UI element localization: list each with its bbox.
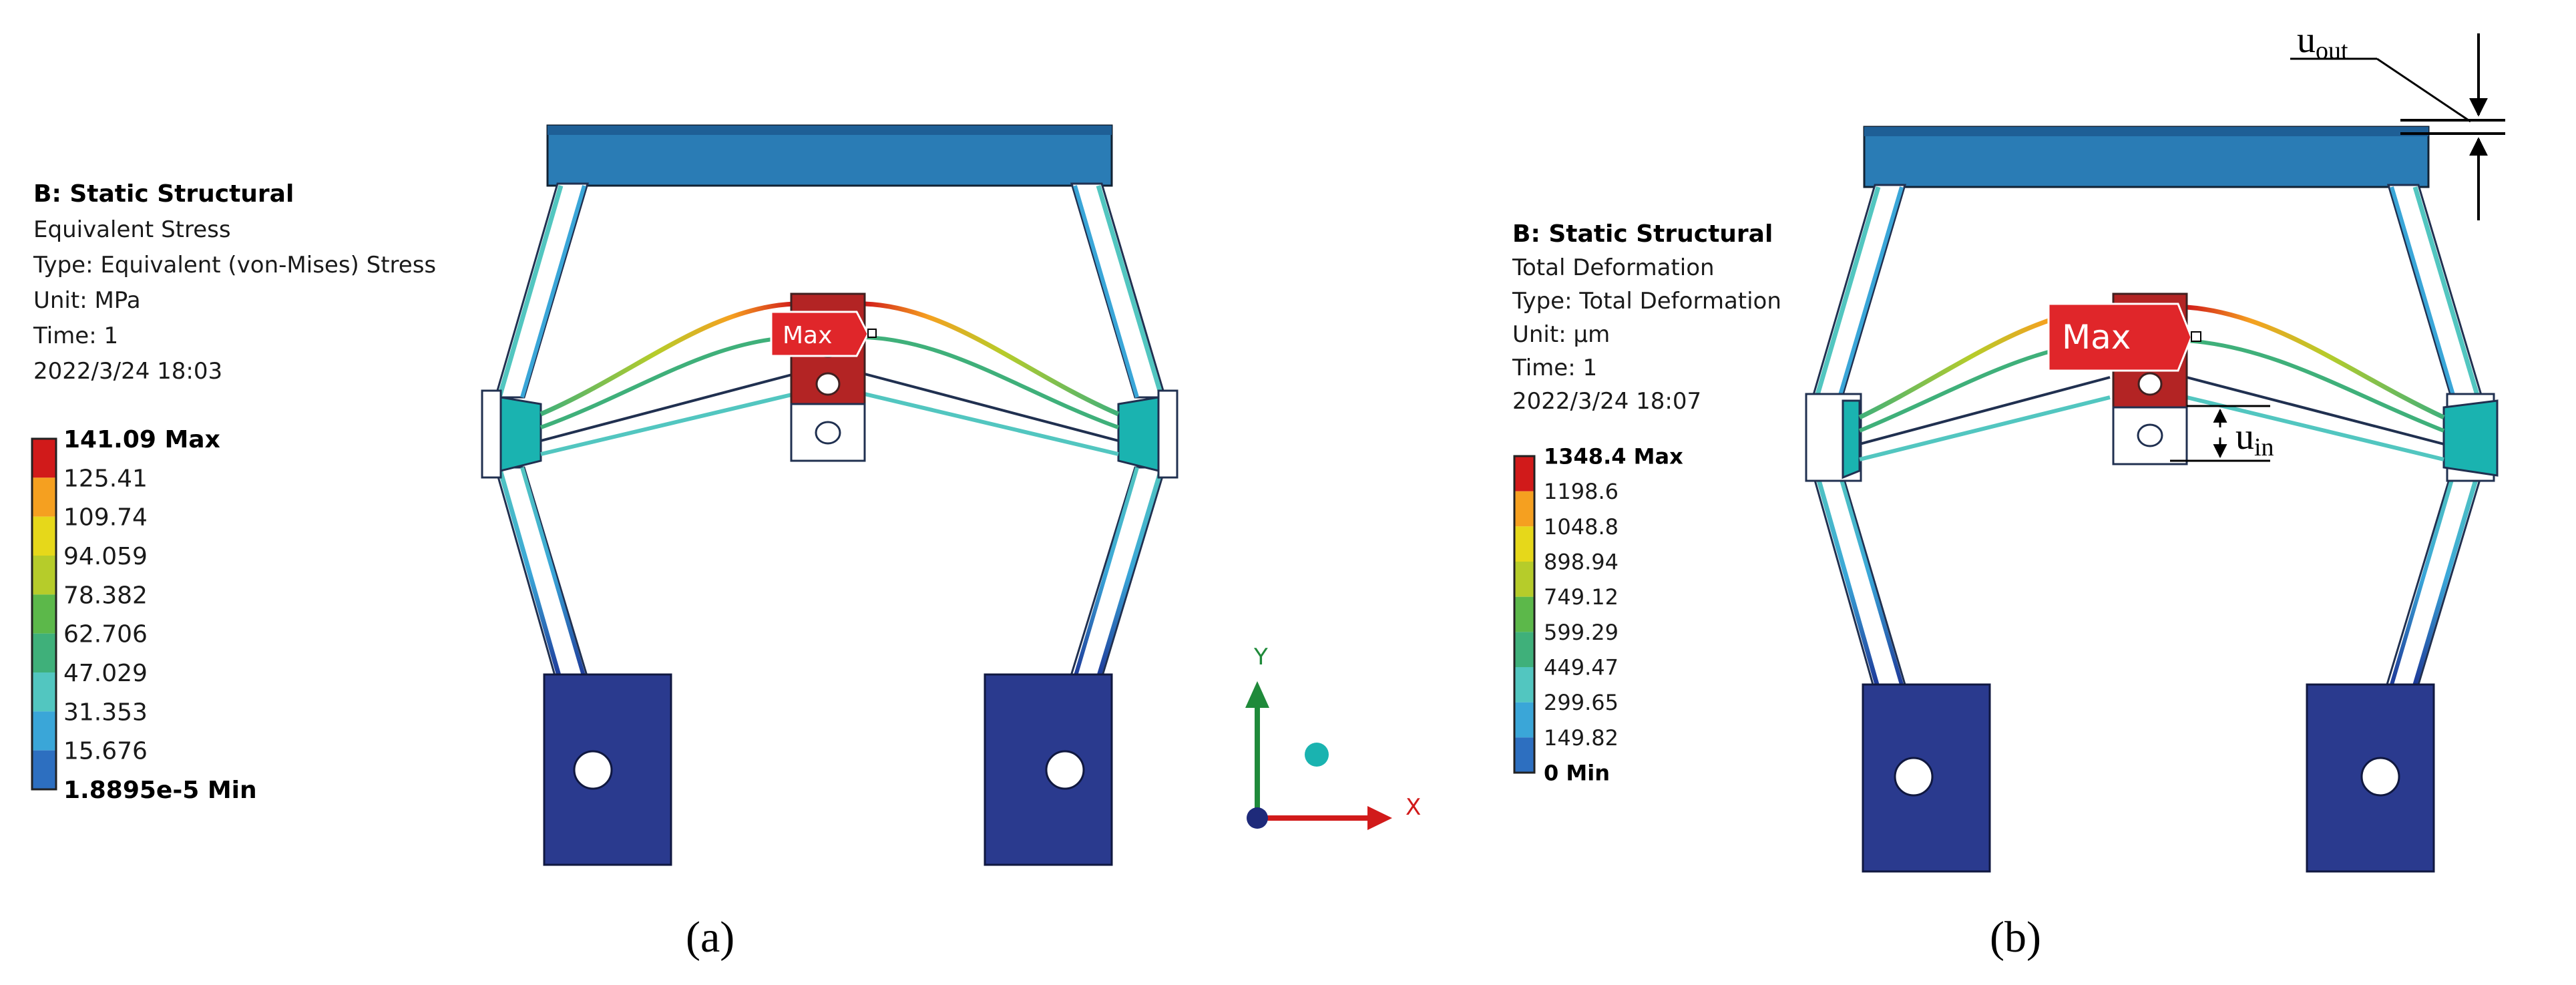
legend-swatch xyxy=(32,594,56,634)
panel-a-info: B: Static Structural Equivalent Stress T… xyxy=(33,180,436,385)
legend-swatch xyxy=(1514,562,1534,597)
legend-label: 47.029 xyxy=(63,660,148,687)
panel-a-info-line: Unit: MPa xyxy=(33,287,141,314)
legend-label: 599.29 xyxy=(1544,620,1619,645)
legend-label: 1348.4 Max xyxy=(1544,444,1683,469)
y-axis-label: Y xyxy=(1253,644,1268,670)
legend-border xyxy=(31,437,57,791)
left-hinge xyxy=(1842,399,1861,479)
legend-swatch xyxy=(32,672,56,712)
panel-a-info-line: Time: 1 xyxy=(33,323,118,349)
legend-swatch xyxy=(32,477,56,517)
right-bridge-beam xyxy=(864,301,1120,417)
z-axis-dot xyxy=(1247,807,1268,829)
legend-label: 141.09 Max xyxy=(63,426,220,453)
origin-sphere xyxy=(1305,743,1329,767)
legend-label: 0 Min xyxy=(1544,761,1610,786)
x-axis-label: X xyxy=(1406,794,1421,821)
right-bridge-beam xyxy=(2186,305,2445,420)
legend-swatch xyxy=(1514,667,1534,703)
panel-a-legend: 141.09 Max 125.41 109.74 94.059 78.382 62.706… xyxy=(31,426,257,804)
legend-swatch xyxy=(32,633,56,672)
right-hinge xyxy=(2442,399,2499,477)
legend-swatch xyxy=(1514,526,1534,562)
output-platform-edge xyxy=(548,126,1112,135)
panel-a-info-line: Type: Equivalent (von-Mises) Stress xyxy=(33,252,436,278)
panel-b-info: B: Static Structural Total Deformation T… xyxy=(1512,220,1781,415)
panel-b-info-title: B: Static Structural xyxy=(1512,220,1773,248)
legend-label: 749.12 xyxy=(1544,584,1619,610)
legend-swatch xyxy=(32,439,56,478)
legend-swatch xyxy=(32,711,56,751)
panel-a: B: Static Structural Equivalent Stress T… xyxy=(31,124,1421,962)
legend-border xyxy=(1513,455,1536,774)
legend-label: 898.94 xyxy=(1544,550,1619,575)
legend-swatch xyxy=(1514,632,1534,667)
legend-swatch xyxy=(32,750,56,789)
legend-label: 78.382 xyxy=(63,582,148,609)
u-out-label: uout xyxy=(2297,19,2348,65)
panel-b-caption: (b) xyxy=(1990,913,2041,962)
legend-label: 15.676 xyxy=(63,738,148,765)
panel-a-info-title: B: Static Structural xyxy=(33,180,294,208)
coordinate-triad: Y X xyxy=(1245,644,1421,830)
panel-a-caption: (a) xyxy=(686,913,734,962)
legend-swatch xyxy=(32,516,56,556)
right-hinge xyxy=(1117,396,1160,472)
max-marker-label: Max xyxy=(2062,318,2131,357)
left-hinge xyxy=(499,396,542,472)
max-marker-label: Max xyxy=(783,322,832,349)
legend-label: 1.8895e-5 Min xyxy=(63,777,257,804)
legend-label: 31.353 xyxy=(63,699,148,726)
output-platform xyxy=(1863,126,2430,188)
legend-label: 299.65 xyxy=(1544,690,1619,715)
legend-label: 94.059 xyxy=(63,543,148,570)
panel-a-info-line: 2022/3/24 18:03 xyxy=(33,358,222,385)
panel-b-info-line: Type: Total Deformation xyxy=(1512,288,1781,315)
panel-a-mechanism: Max xyxy=(481,124,1178,866)
left-bridge-beam xyxy=(540,301,795,417)
legend-label: 1198.6 xyxy=(1544,479,1619,504)
max-marker xyxy=(770,311,869,357)
u-in-label: uin xyxy=(2235,416,2274,461)
max-marker xyxy=(2047,303,2193,372)
legend-swatch xyxy=(1514,596,1534,632)
panel-b-legend: 1348.4 Max 1198.6 1048.8 898.94 749.12 599.29… xyxy=(1513,444,1683,786)
legend-swatch xyxy=(1514,491,1534,527)
legend-label: 125.41 xyxy=(63,465,148,492)
u-out-annotation: uout xyxy=(2290,19,2505,220)
legend-label: 449.47 xyxy=(1544,655,1619,680)
panel-b-info-line: Unit: µm xyxy=(1512,321,1610,348)
panel-b-mechanism: Max xyxy=(1805,126,2499,873)
legend-swatch xyxy=(1514,737,1534,773)
legend-swatch xyxy=(1514,456,1534,491)
legend-swatch xyxy=(32,556,56,595)
panel-b-info-line: 2022/3/24 18:07 xyxy=(1512,388,1701,415)
legend-label: 109.74 xyxy=(63,504,148,532)
legend-label: 62.706 xyxy=(63,621,148,648)
panel-a-info-line: Equivalent Stress xyxy=(33,216,231,243)
panel-b-info-line: Time: 1 xyxy=(1512,355,1597,381)
legend-swatch xyxy=(1514,702,1534,738)
legend-label: 1048.8 xyxy=(1544,514,1619,540)
panel-b: B: Static Structural Total Deformation T… xyxy=(1512,19,2505,962)
panel-b-info-line: Total Deformation xyxy=(1512,254,1715,281)
legend-label: 149.82 xyxy=(1544,725,1619,751)
u-in-annotation: uin xyxy=(2170,405,2274,462)
